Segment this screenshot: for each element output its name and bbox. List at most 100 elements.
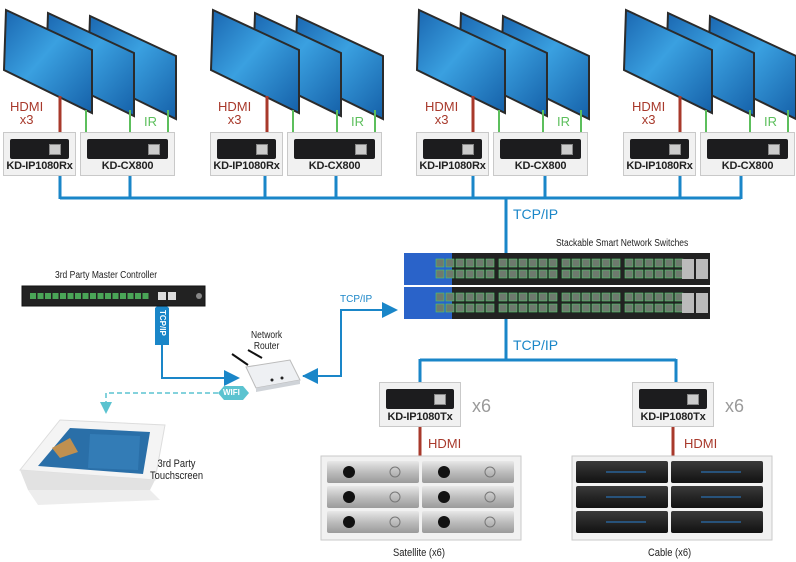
switch-port <box>674 258 684 268</box>
controller-terminal <box>97 293 104 299</box>
satellite-dial <box>389 466 401 478</box>
switch-port <box>561 292 571 302</box>
switch-port <box>664 303 674 313</box>
switch-port <box>455 258 465 268</box>
switch-port <box>518 258 528 268</box>
switch-sfp <box>696 259 708 279</box>
receiver-box-zone-2: KD-IP1080Rx <box>210 132 283 176</box>
switch-port <box>561 303 571 313</box>
touchscreen-device <box>19 419 166 505</box>
switch-port <box>518 269 528 279</box>
satellite-display <box>343 466 355 478</box>
ir-label-zone-2: IR <box>351 114 364 129</box>
switch-port <box>644 292 654 302</box>
switch-port <box>508 269 518 279</box>
satellite-dial <box>484 516 496 528</box>
controller-terminal <box>82 293 89 299</box>
transmitter-device <box>386 389 454 409</box>
wifi-label: WIFI <box>223 388 240 397</box>
receiver-box-zone-3: KD-IP1080Rx <box>416 132 489 176</box>
receiver-box-zone-1: KD-IP1080Rx <box>3 132 76 176</box>
tcp-label-top: TCP/IP <box>513 206 559 222</box>
satellite-receiver <box>327 511 419 533</box>
switch-port <box>664 258 674 268</box>
tcp-bus-top <box>58 176 743 255</box>
switch-port <box>528 292 538 302</box>
switch-port <box>518 303 528 313</box>
controller-terminal <box>90 293 96 299</box>
switch-port <box>581 292 591 302</box>
controller-label: KD-CX800 <box>101 160 154 172</box>
receiver-device <box>10 139 69 159</box>
display-screen-zone-1 <box>2 8 93 115</box>
switch-port <box>508 258 518 268</box>
switch-port <box>485 292 495 302</box>
switch-port <box>508 292 518 302</box>
switch-port <box>581 303 591 313</box>
satellite-count: x6 <box>472 396 492 416</box>
switch-port <box>435 303 445 313</box>
transmitter-device <box>639 389 707 409</box>
switch-port <box>644 269 654 279</box>
switch-port <box>498 258 508 268</box>
switch-port <box>498 269 508 279</box>
switch-port <box>654 269 664 279</box>
switch-port <box>445 292 455 302</box>
switch-brand-panel <box>404 253 452 285</box>
network-switches <box>404 253 710 319</box>
switch-port <box>611 258 621 268</box>
satellite-label: Satellite (x6) <box>393 547 445 559</box>
switch-port <box>611 303 621 313</box>
transmitter-label: KD-IP1080Tx <box>640 411 706 423</box>
switch-port <box>465 269 475 279</box>
switch-port <box>445 303 455 313</box>
ir-label-zone-3: IR <box>557 114 570 129</box>
receiver-label: KD-IP1080Rx <box>6 160 73 172</box>
controller-terminal <box>135 293 141 299</box>
switch-port <box>591 258 601 268</box>
satellite-receiver <box>422 511 514 533</box>
switch-port <box>538 258 548 268</box>
switch-port <box>571 292 581 302</box>
controller-terminal <box>37 293 44 299</box>
switch-port <box>498 303 508 313</box>
switch-port <box>528 258 538 268</box>
hdmi-label-satellite: HDMI <box>428 436 462 451</box>
switch-port <box>654 292 664 302</box>
switch-port <box>475 292 485 302</box>
satellite-display <box>438 466 450 478</box>
switch-port <box>634 258 644 268</box>
switch-port <box>548 258 558 268</box>
controller-box-zone-2: KD-CX800 <box>287 132 382 176</box>
satellite-dial <box>389 516 401 528</box>
switch-port <box>591 292 601 302</box>
controller-box-zone-4: KD-CX800 <box>700 132 795 176</box>
receiver-box-zone-4: KD-IP1080Rx <box>623 132 696 176</box>
switch-port <box>455 303 465 313</box>
cable-count: x6 <box>725 396 745 416</box>
wifi-badge <box>218 386 249 400</box>
switch-port <box>465 292 475 302</box>
controller-terminal <box>45 293 51 299</box>
ir-label-zone-4: IR <box>764 114 777 129</box>
switch-port <box>624 269 634 279</box>
switch-port <box>601 303 611 313</box>
switch-port <box>445 269 455 279</box>
controller-terminal <box>105 293 111 299</box>
switch-port <box>465 303 475 313</box>
satellite-dial <box>484 491 496 503</box>
switch-port <box>654 303 664 313</box>
switch-port <box>601 292 611 302</box>
switch-port <box>528 269 538 279</box>
switch-port <box>634 269 644 279</box>
controller-box-zone-3: KD-CX800 <box>493 132 588 176</box>
controller-terminal <box>112 293 119 299</box>
master-controller-label: 3rd Party Master Controller <box>55 270 158 281</box>
controller-label: KD-CX800 <box>308 160 361 172</box>
switch-sfp <box>696 293 708 313</box>
